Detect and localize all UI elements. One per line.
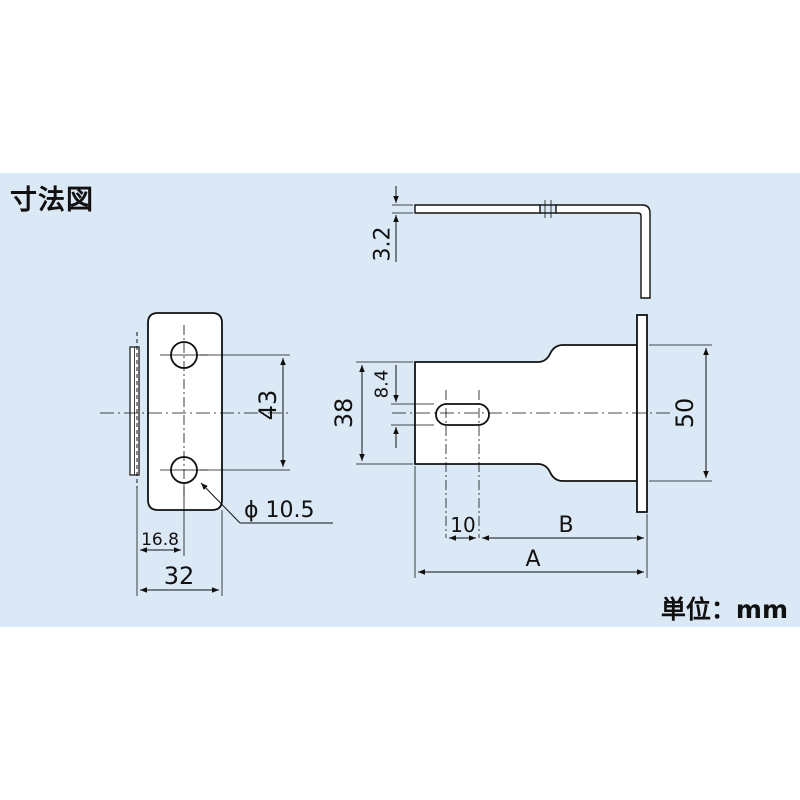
- top-flat-right-bend: [555, 204, 651, 299]
- flange-height-label: 50: [671, 398, 699, 429]
- top-flat-left: [414, 204, 541, 214]
- slot-length-label: 10: [450, 513, 475, 537]
- side-view: 38 8.4 50 10 B A: [330, 314, 712, 578]
- length-b-label: B: [558, 513, 573, 538]
- length-a-label: A: [525, 547, 540, 572]
- width-label: 32: [164, 562, 195, 590]
- hole-offset-label: 16.8: [141, 530, 179, 550]
- diameter-leader-arrow: [200, 482, 241, 524]
- thickness-label: 3.2: [371, 227, 396, 262]
- drawing-title: 寸法図: [10, 185, 94, 216]
- front-plate-outline: [147, 312, 223, 511]
- adjustment-slot: [435, 403, 490, 426]
- top-view: 3.2: [371, 186, 651, 299]
- slot-width-label: 8.4: [372, 370, 393, 399]
- hole-diameter-label: ϕ 10.5: [244, 498, 315, 523]
- hole-pitch-label: 43: [254, 390, 282, 421]
- inner-height-label: 38: [330, 398, 358, 429]
- side-flange: [636, 314, 648, 513]
- unit-label: 単位：mm: [660, 595, 788, 624]
- front-view: 43 ϕ 10.5 16.8 32: [100, 312, 333, 596]
